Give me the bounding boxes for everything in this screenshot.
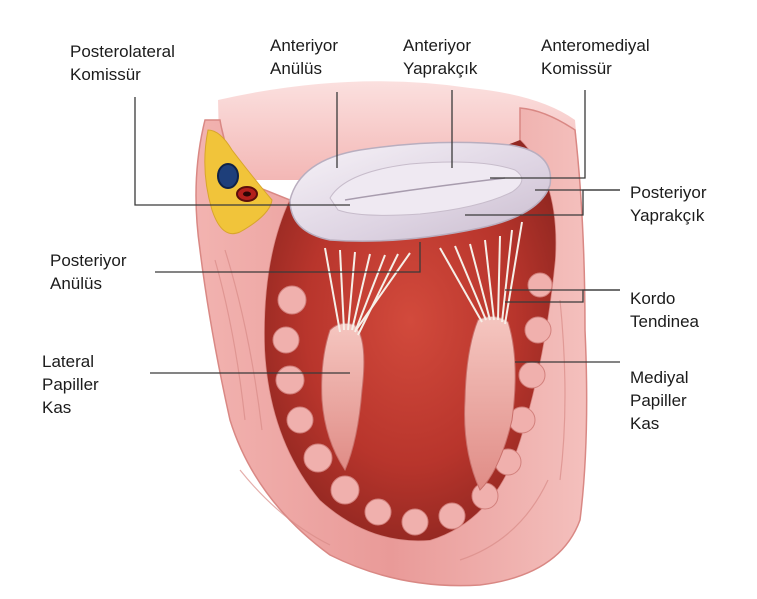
label-anterior-leaflet: Anteriyor Yaprakçık <box>403 34 477 80</box>
artery-lumen <box>243 192 251 197</box>
label-posterior-leaflet: Posteriyor Yaprakçık <box>630 181 707 227</box>
label-anterior-annulus: Anteriyor Anülüs <box>270 34 338 80</box>
label-lateral-papillary-muscle: Lateral Papiller Kas <box>42 350 99 419</box>
label-anteromedial-commissure: Anteromediyal Komissür <box>541 34 650 80</box>
label-chordae-tendineae: Kordo Tendinea <box>630 287 699 333</box>
coronary-vein-icon <box>218 164 238 188</box>
label-medial-papillary-muscle: Mediyal Papiller Kas <box>630 366 689 435</box>
label-posterior-annulus: Posteriyor Anülüs <box>50 249 127 295</box>
label-posterolateral-commissure: Posterolateral Komissür <box>70 40 175 86</box>
